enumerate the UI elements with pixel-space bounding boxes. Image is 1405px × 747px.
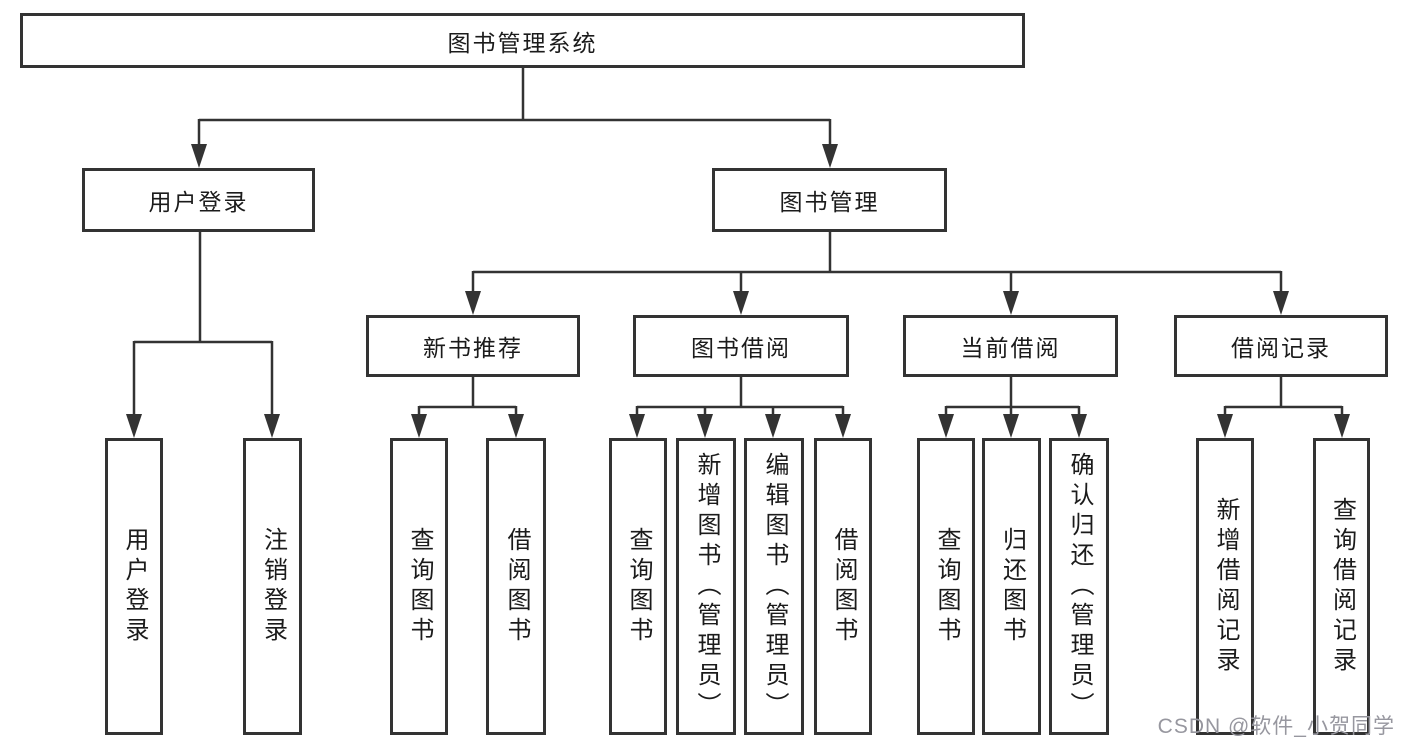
leaf-user-login: 用户登录 <box>105 438 163 735</box>
leaf-add-borrow-record: 新增借阅记录 <box>1196 438 1254 735</box>
leaf-return-book: 归还图书 <box>982 438 1041 735</box>
leaf-add-book-admin: 新增图书（管理员） <box>676 438 736 735</box>
node-user-login: 用户登录 <box>82 168 315 232</box>
leaf-query-books-borrow: 查询图书 <box>609 438 667 735</box>
leaf-logout: 注销登录 <box>243 438 302 735</box>
node-borrow-records: 借阅记录 <box>1174 315 1388 377</box>
node-book-management: 图书管理 <box>712 168 947 232</box>
node-root: 图书管理系统 <box>20 13 1025 68</box>
node-current-borrow: 当前借阅 <box>903 315 1118 377</box>
leaf-query-books-recommend: 查询图书 <box>390 438 448 735</box>
leaf-borrow-books: 借阅图书 <box>814 438 872 735</box>
csdn-watermark: CSDN @软件_小贺同学 <box>1157 715 1395 738</box>
node-book-borrow: 图书借阅 <box>633 315 849 377</box>
leaf-edit-book-admin: 编辑图书（管理员） <box>744 438 804 735</box>
leaf-query-borrow-record: 查询借阅记录 <box>1313 438 1370 735</box>
leaf-borrow-books-recommend: 借阅图书 <box>486 438 546 735</box>
leaf-query-books-current: 查询图书 <box>917 438 975 735</box>
leaf-confirm-return-admin: 确认归还（管理员） <box>1049 438 1109 735</box>
node-new-book-recommend: 新书推荐 <box>366 315 580 377</box>
